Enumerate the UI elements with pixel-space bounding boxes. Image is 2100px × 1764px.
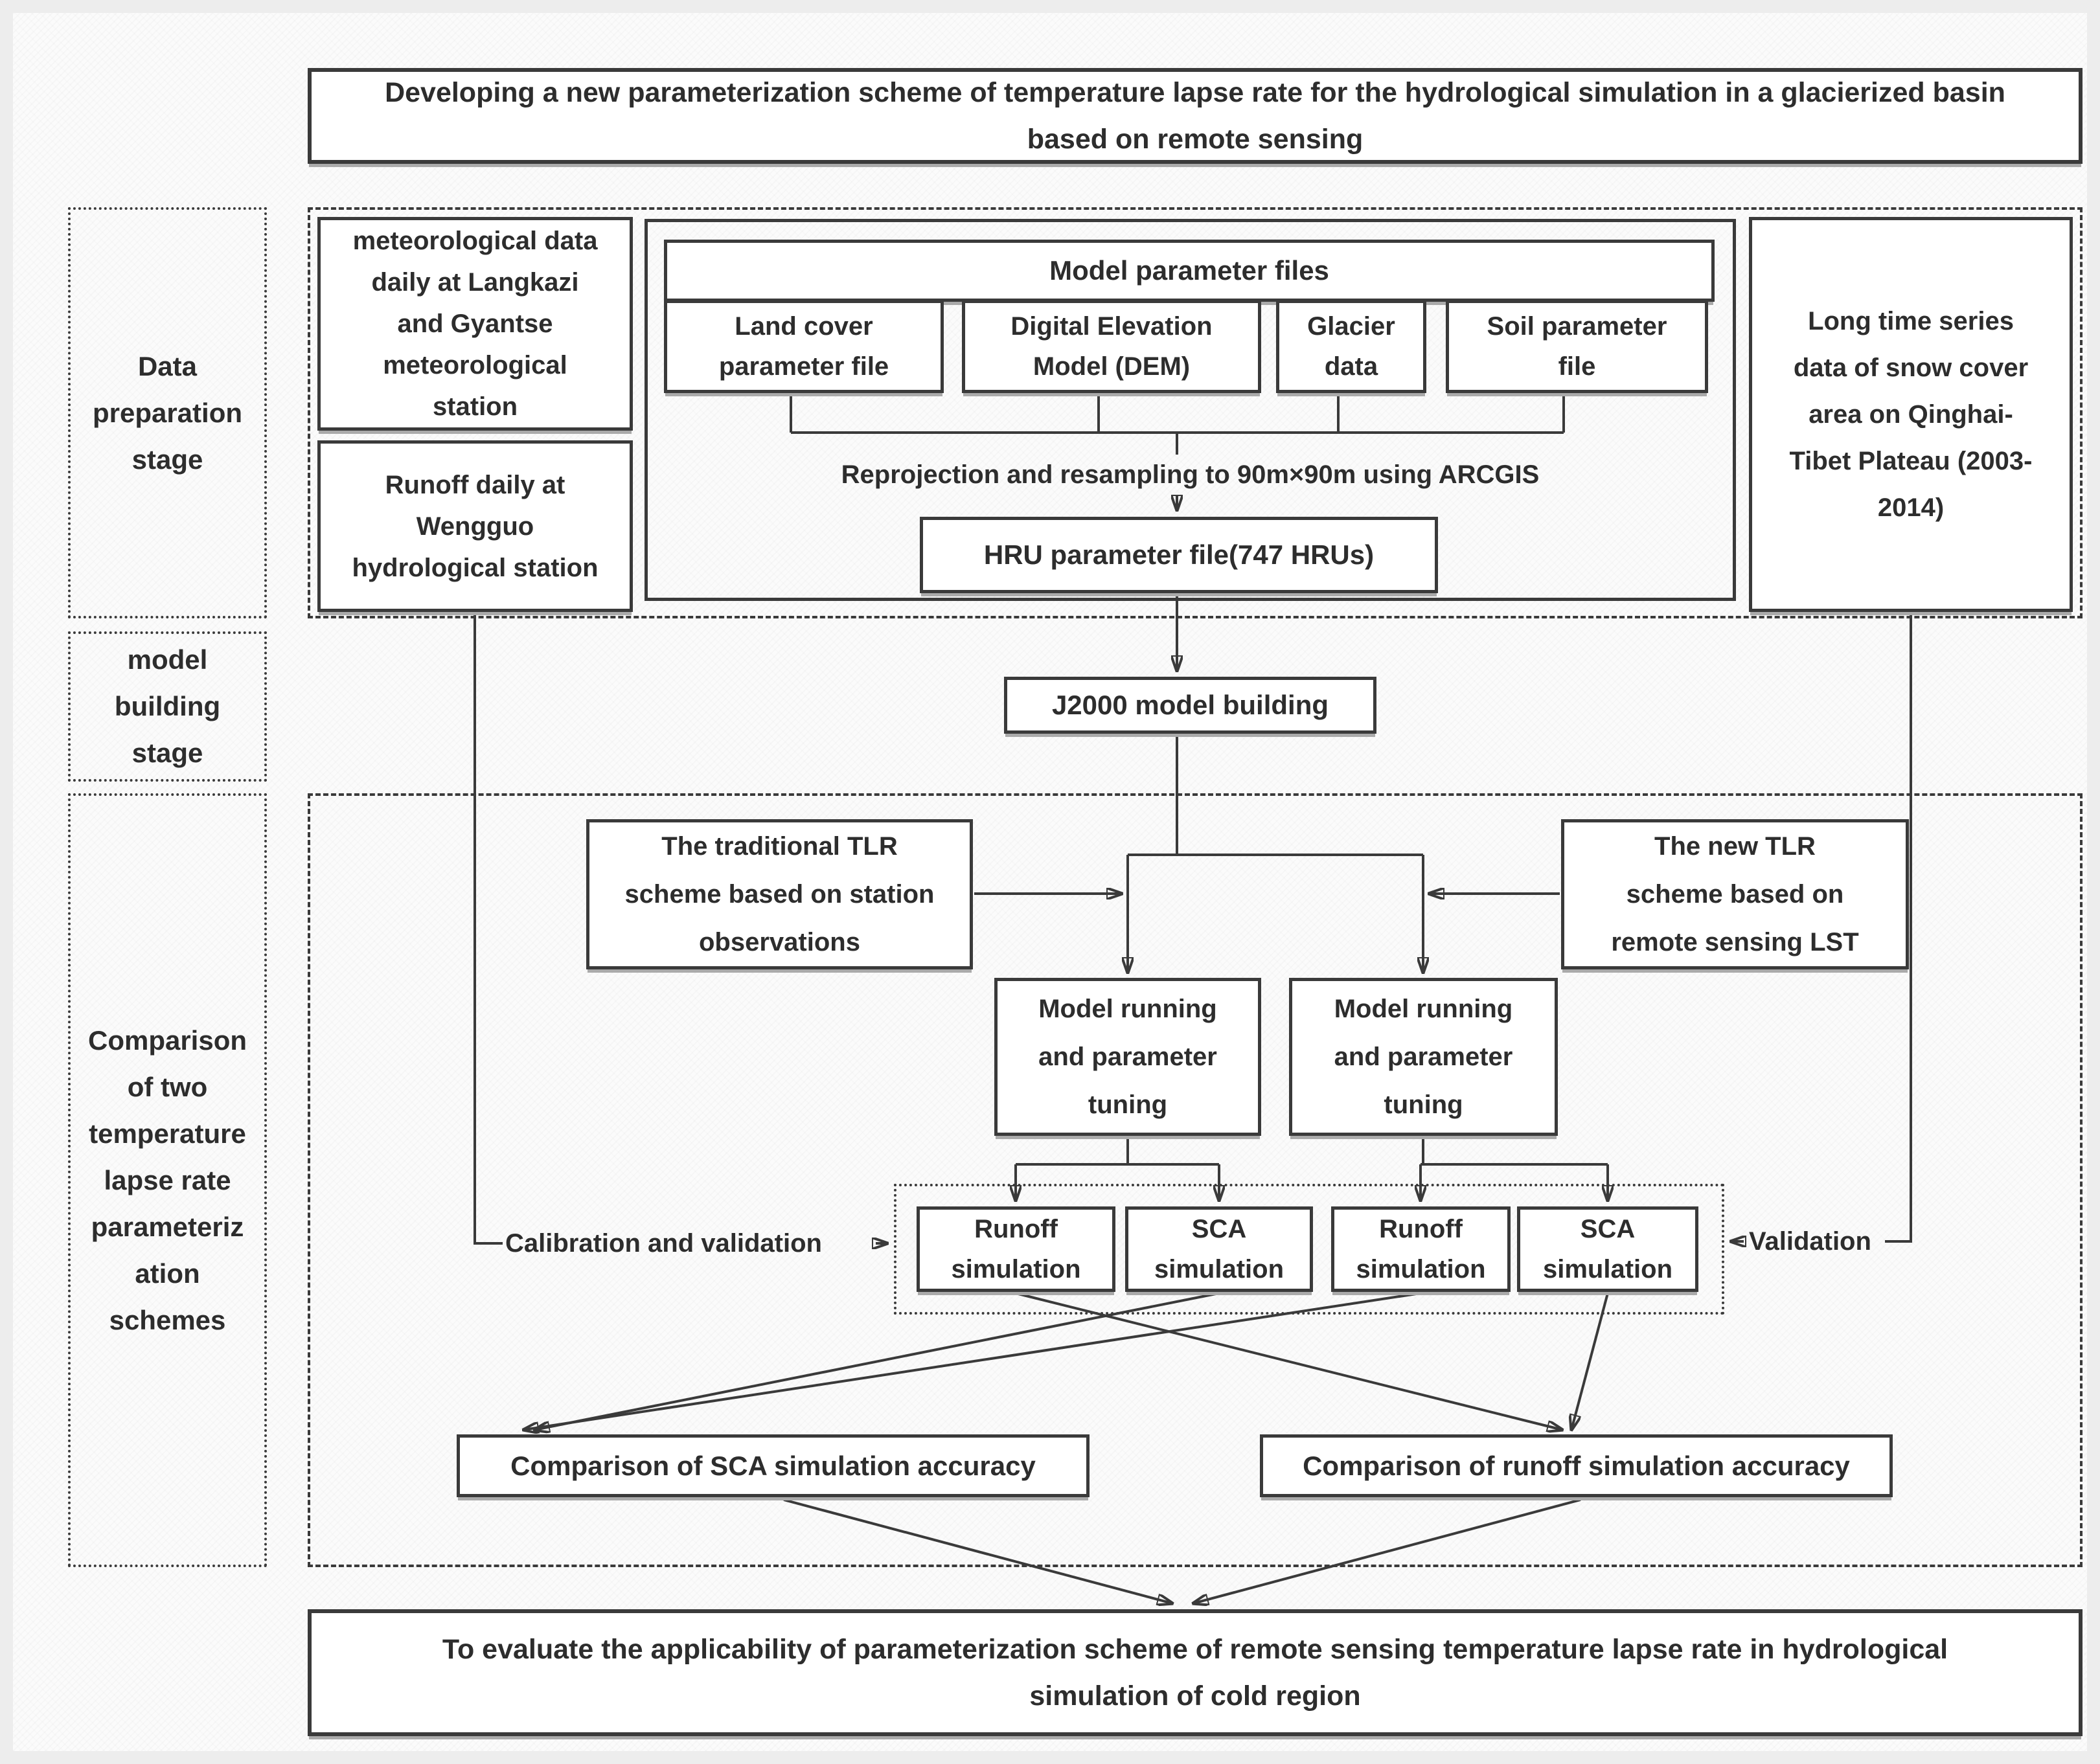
stage-data-preparation: Data preparation stage xyxy=(68,207,267,618)
model-parameter-group xyxy=(645,219,1736,601)
sim-runoff-right-box: Runoff simulation xyxy=(1331,1206,1511,1292)
conclusion-box: To evaluate the applicability of paramet… xyxy=(308,1609,2083,1736)
figure-sheet: Developing a new parameterization scheme… xyxy=(13,13,2087,1751)
runoff-station-box: Runoff daily at Wengguo hydrological sta… xyxy=(317,440,633,612)
glacier-data-box: Glacier data xyxy=(1276,300,1426,393)
j2000-box: J2000 model building xyxy=(1004,677,1376,734)
comparison-sca-box: Comparison of SCA simulation accuracy xyxy=(457,1434,1090,1497)
model-running-right-box: Model running and parameter tuning xyxy=(1289,978,1558,1136)
hru-parameter-box: HRU parameter file(747 HRUs) xyxy=(920,517,1438,593)
dem-box: Digital Elevation Model (DEM) xyxy=(962,300,1261,393)
title-box: Developing a new parameterization scheme… xyxy=(308,68,2083,164)
sim-sca-left-box: SCA simulation xyxy=(1125,1206,1313,1292)
data-preparation-container xyxy=(308,207,2083,618)
sim-sca-right-box: SCA simulation xyxy=(1517,1206,1698,1292)
comparison-container xyxy=(308,793,2083,1567)
comparison-runoff-box: Comparison of runoff simulation accuracy xyxy=(1260,1434,1893,1497)
tlr-new-box: The new TLR scheme based on remote sensi… xyxy=(1561,819,1909,969)
model-parameter-files-header: Model parameter files xyxy=(664,240,1715,302)
validation-label: Validation xyxy=(1749,1227,1871,1256)
model-running-left-box: Model running and parameter tuning xyxy=(994,978,1261,1136)
met-station-box: meteorological data daily at Langkazi an… xyxy=(317,217,633,431)
simulation-enclosure xyxy=(894,1184,1724,1315)
soil-parameter-box: Soil parameter file xyxy=(1446,300,1708,393)
snow-cover-box: Long time series data of snow cover area… xyxy=(1749,217,2073,612)
tlr-traditional-box: The traditional TLR scheme based on stat… xyxy=(586,819,973,969)
calibration-validation-label: Calibration and validation xyxy=(505,1228,822,1258)
land-cover-box: Land cover parameter file xyxy=(664,300,944,393)
sim-runoff-left-box: Runoff simulation xyxy=(917,1206,1115,1292)
stage-model-building: model building stage xyxy=(68,631,267,782)
stage-comparison: Comparison of two temperature lapse rate… xyxy=(68,793,267,1567)
reprojection-label: Reprojection and resampling to 90m×90m u… xyxy=(841,460,1540,489)
